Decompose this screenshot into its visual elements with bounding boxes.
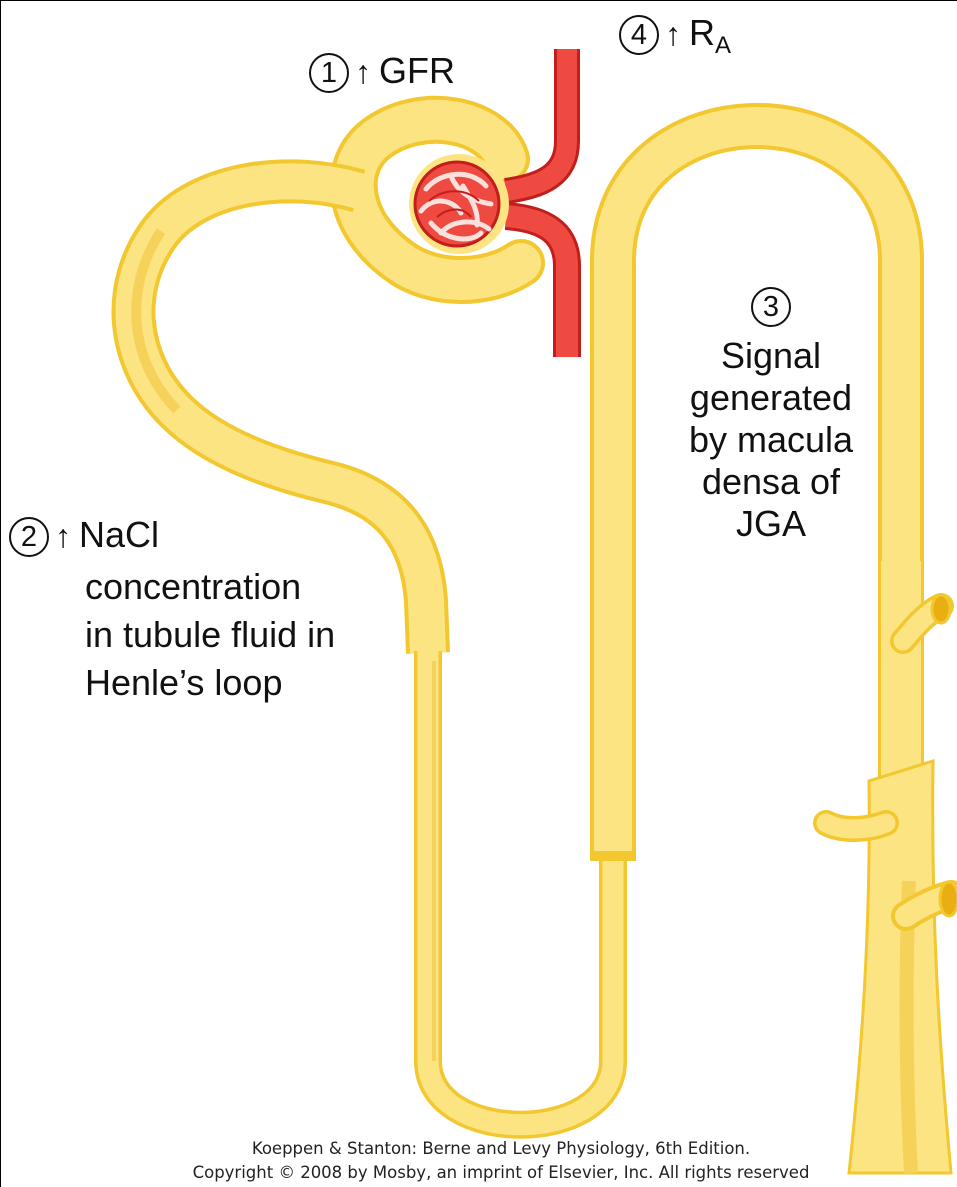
credit-line-1: Koeppen & Stanton: Berne and Levy Physio… (111, 1139, 891, 1158)
arterioles (506, 49, 567, 357)
label-signal-line-1: Signal (671, 335, 871, 377)
step-1-marker: 1 (309, 53, 349, 93)
loop-of-henle (428, 651, 613, 1125)
up-arrow-icon: ↑ (665, 16, 681, 52)
label-signal-line-2: generated (671, 377, 871, 419)
label-ra-subscript: A (715, 32, 731, 59)
label-signal-line-3: by macula (671, 419, 871, 461)
label-nacl-line-1: NaCl (79, 514, 159, 555)
credit-line-2: Copyright © 2008 by Mosby, an imprint of… (111, 1163, 891, 1182)
label-signal-line-5: JGA (671, 503, 871, 545)
label-signal-line-4: densa of (671, 461, 871, 503)
label-nacl-line-2: concentration (85, 567, 301, 607)
label-macula-densa-signal: 3 Signal generated by macula densa of JG… (671, 287, 871, 545)
label-nacl-line-4: Henle’s loop (85, 663, 282, 703)
up-arrow-icon: ↑ (355, 54, 371, 90)
label-gfr-increase: 1↑GFR (309, 51, 455, 93)
label-ra-text: R (689, 12, 715, 53)
label-gfr-text: GFR (379, 50, 455, 91)
distal-tubule (613, 126, 957, 1173)
label-nacl-increase: 2↑NaCl (9, 515, 159, 557)
label-nacl-line-3: in tubule fluid in (85, 615, 335, 655)
glomerulus (409, 154, 509, 254)
step-2-marker: 2 (9, 517, 49, 557)
label-ra-increase: 4↑RA (619, 13, 731, 66)
step-4-marker: 4 (619, 15, 659, 55)
step-3-marker: 3 (751, 287, 791, 327)
up-arrow-icon: ↑ (55, 518, 71, 554)
